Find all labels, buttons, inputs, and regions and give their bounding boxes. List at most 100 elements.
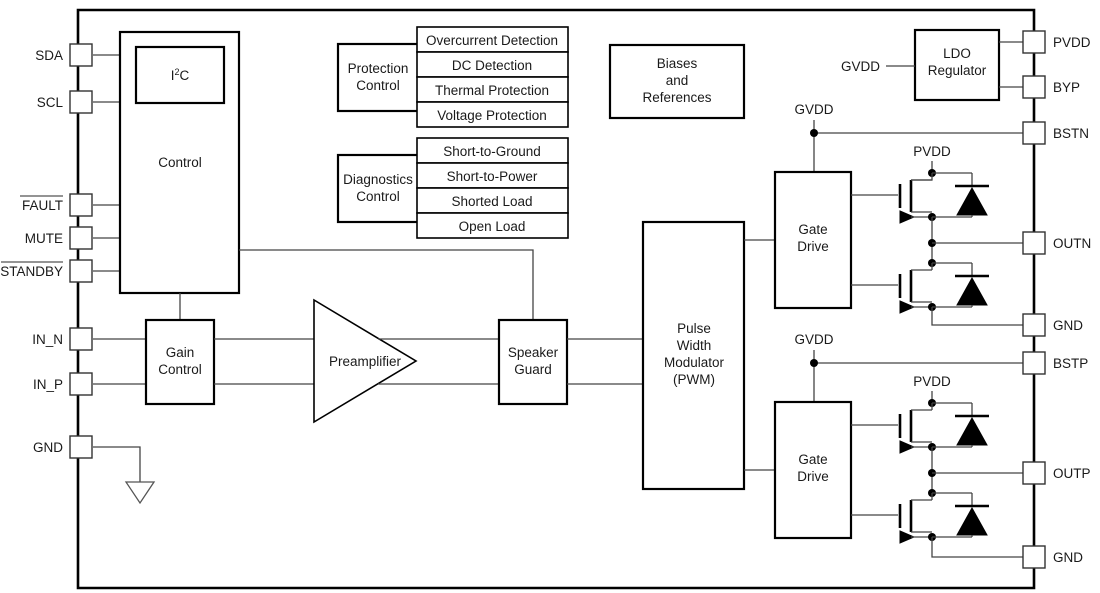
protection-item-label-3: Voltage Protection <box>437 108 547 123</box>
biases-label-3: References <box>642 90 711 105</box>
protection-item-label-1: DC Detection <box>452 58 532 73</box>
pin-in-n[interactable]: IN_N <box>32 327 93 351</box>
mosfet-low-side-p <box>851 489 989 544</box>
gain-control-label-1: Gain <box>166 345 195 360</box>
body-diode-low-n <box>956 276 988 306</box>
output-stage-top: PVDD <box>851 144 1023 326</box>
pin-label-fault: FAULT <box>22 198 63 213</box>
protection-item-0[interactable]: Overcurrent Detection <box>416 26 569 53</box>
ldo-label-2: Regulator <box>928 63 987 78</box>
preamp-to-speakerguard-wires <box>378 338 499 385</box>
pin-sda[interactable]: SDA <box>35 43 93 67</box>
protection-item-1[interactable]: DC Detection <box>416 51 569 78</box>
ldo-label-1: LDO <box>943 46 971 61</box>
diagnostics-item-label-2: Shorted Load <box>451 194 532 209</box>
pwm-label-2: Width <box>677 338 712 353</box>
speakerguard-to-pwm-wires <box>567 338 643 385</box>
pvdd-bottom-label: PVDD <box>913 374 951 389</box>
i2c-block-label: I2C <box>171 67 190 83</box>
diagnostics-item-3[interactable]: Open Load <box>416 212 569 239</box>
pin-byp[interactable]: BYP <box>1022 75 1080 99</box>
preamplifier-block[interactable]: Preamplifier <box>313 298 418 424</box>
gvdd-top-label: GVDD <box>794 102 833 117</box>
gate-drive-top-label-2: Drive <box>797 239 829 254</box>
pin-gnd-right-bottom[interactable]: GND <box>1022 545 1083 569</box>
gate-drive-bottom-block[interactable]: Gate Drive <box>773 400 853 540</box>
pin-gnd-right-top[interactable]: GND <box>1022 313 1083 337</box>
right-pins: PVDD BYP BSTN OUTN GND BSTP OUTP GND <box>1022 30 1091 569</box>
pin-standby[interactable]: STANDBY <box>0 259 93 283</box>
diagnostics-item-2[interactable]: Shorted Load <box>416 187 569 214</box>
gvdd-bottom-node: GVDD <box>794 332 1023 402</box>
pin-label-gnd-right-top: GND <box>1053 318 1083 333</box>
control-block-label: Control <box>158 155 202 170</box>
pin-label-bstp: BSTP <box>1053 356 1088 371</box>
protection-item-3[interactable]: Voltage Protection <box>416 101 569 128</box>
diagnostics-control-label-2: Control <box>356 189 400 204</box>
pin-label-pvdd: PVDD <box>1053 35 1091 50</box>
diagnostics-item-0[interactable]: Short-to-Ground <box>416 137 569 164</box>
diagnostics-item-label-3: Open Load <box>459 219 526 234</box>
pin-gnd-left[interactable]: GND <box>33 435 93 459</box>
mosfet-high-side-p <box>851 402 989 454</box>
pin-bstp[interactable]: BSTP <box>1022 351 1088 375</box>
pwm-to-gatedrive-wires <box>744 239 775 471</box>
body-diode-low-p <box>956 506 988 536</box>
pin-mute[interactable]: MUTE <box>25 226 93 250</box>
pin-label-gnd-right-bottom: GND <box>1053 550 1083 565</box>
pin-scl[interactable]: SCL <box>37 90 93 114</box>
pwm-label-3: Modulator <box>664 355 725 370</box>
pin-label-sda: SDA <box>35 48 63 63</box>
left-pins: SDA SCL FAULT MUTE STANDBY IN_N <box>0 43 93 459</box>
gvdd-bottom-label: GVDD <box>794 332 833 347</box>
protection-items-list: Overcurrent Detection DC Detection Therm… <box>416 26 569 128</box>
gvdd-bottom-junction-dot <box>810 359 818 367</box>
protection-control-block[interactable]: Protection Control <box>336 42 420 113</box>
body-diode-high-p <box>956 416 988 446</box>
speaker-guard-label-1: Speaker <box>508 345 559 360</box>
pvdd-top-label: PVDD <box>913 144 951 159</box>
gate-drive-top-block[interactable]: Gate Drive <box>773 170 853 310</box>
gain-to-preamp-wires <box>214 338 314 385</box>
output-stage-bottom: PVDD <box>851 374 1023 558</box>
protection-control-label-2: Control <box>356 78 400 93</box>
speaker-guard-block[interactable]: Speaker Guard <box>497 318 569 406</box>
pin-label-in-p: IN_P <box>33 377 63 392</box>
pin-label-in-n: IN_N <box>32 332 63 347</box>
biases-label-2: and <box>666 73 689 88</box>
pin-in-p[interactable]: IN_P <box>33 372 93 396</box>
pin-fault[interactable]: FAULT <box>20 193 93 217</box>
speaker-guard-label-2: Guard <box>514 362 552 377</box>
pwm-block[interactable]: Pulse Width Modulator (PWM) <box>641 220 746 491</box>
pin-outp[interactable]: OUTP <box>1022 461 1091 485</box>
gain-control-block[interactable]: Gain Control <box>144 318 216 406</box>
pin-outn[interactable]: OUTN <box>1022 231 1091 255</box>
gvdd-top-node: GVDD <box>794 102 1023 172</box>
pin-bstn[interactable]: BSTN <box>1022 121 1089 145</box>
pin-label-scl: SCL <box>37 95 64 110</box>
protection-item-2[interactable]: Thermal Protection <box>416 76 569 103</box>
pin-label-bstn: BSTN <box>1053 126 1089 141</box>
body-diode-high-n <box>956 186 988 216</box>
diagnostics-control-label-1: Diagnostics <box>343 172 413 187</box>
mosfet-low-side-n <box>851 259 989 314</box>
pin-label-mute: MUTE <box>25 231 63 246</box>
pin-label-gnd-left: GND <box>33 440 63 455</box>
gvdd-ldo-label: GVDD <box>841 59 880 74</box>
diagnostics-control-block[interactable]: Diagnostics Control <box>336 153 420 224</box>
protection-control-label-1: Protection <box>348 61 409 76</box>
ldo-regulator-block[interactable]: LDO Regulator <box>913 28 1001 102</box>
left-pin-wires <box>93 54 156 505</box>
preamplifier-label: Preamplifier <box>329 354 402 369</box>
biases-references-block[interactable]: Biases and References <box>608 43 746 120</box>
biases-label-1: Biases <box>657 56 698 71</box>
pin-pvdd[interactable]: PVDD <box>1022 30 1091 54</box>
gate-drive-top-label-1: Gate <box>798 222 827 237</box>
diagnostics-item-label-1: Short-to-Power <box>447 169 538 184</box>
i2c-block[interactable]: I2C <box>134 45 226 105</box>
pin-label-standby: STANDBY <box>0 264 63 279</box>
protection-item-label-0: Overcurrent Detection <box>426 33 558 48</box>
pin-label-byp: BYP <box>1053 80 1080 95</box>
diagnostics-item-1[interactable]: Short-to-Power <box>416 162 569 189</box>
